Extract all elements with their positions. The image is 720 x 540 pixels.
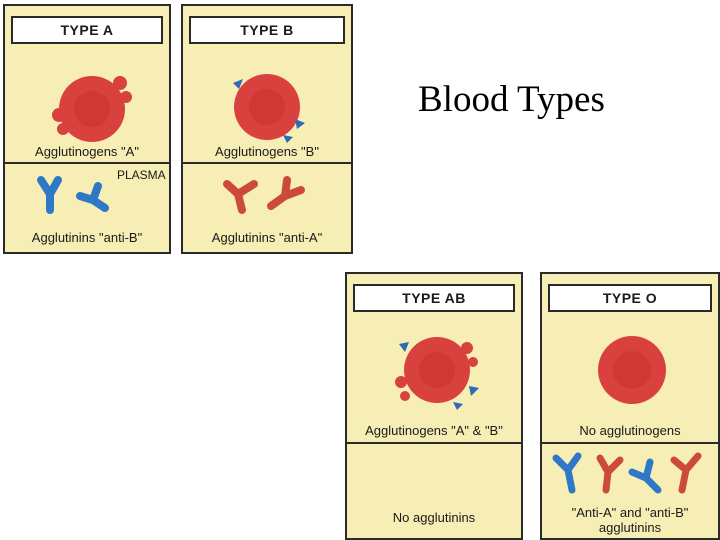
slide-title: Blood Types — [418, 79, 605, 120]
panel-divider — [5, 162, 169, 164]
agglutinogens-label: No agglutinogens — [579, 423, 681, 438]
plasma-label: PLASMA — [117, 168, 166, 182]
anti-b-antibodies-icon — [37, 176, 109, 214]
agglutinins-label: Agglutinins "anti-A" — [211, 230, 323, 245]
red-cell-with-b-antigens-icon — [233, 74, 305, 143]
agglutinogens-label: Agglutinogens "B" — [215, 144, 319, 159]
panel-type-b: TYPE B Agglutinogens "B" Agglutinins "an… — [181, 4, 353, 254]
anti-a-and-anti-b-antibodies-icon — [552, 452, 702, 494]
agglutinins-label: Agglutinins "anti-B" — [31, 230, 143, 245]
panel-header: TYPE AB — [353, 284, 515, 312]
panel-type-a: TYPE A Agglutinogens "A" PLASMA Agglutin… — [3, 4, 171, 254]
panel-header: TYPE B — [189, 16, 345, 44]
panel-type-o: TYPE O No agglutinogens "Anti-A" and "an… — [540, 272, 720, 540]
agglutinogens-label: Agglutinogens "A" — [35, 144, 139, 159]
anti-a-antibodies-icon — [223, 176, 305, 214]
panel-divider — [542, 442, 718, 444]
panel-header: TYPE O — [548, 284, 712, 312]
agglutinins-label: No agglutinins — [392, 510, 476, 525]
panel-header: TYPE A — [11, 16, 163, 44]
panel-type-ab: TYPE AB Agglutinogens "A" & "B" No agglu… — [345, 272, 523, 540]
panel-divider — [183, 162, 351, 164]
agglutinins-label-line1: "Anti-A" and "anti-B" — [571, 505, 689, 520]
panel-divider — [347, 442, 521, 444]
agglutinogens-label: Agglutinogens "A" & "B" — [365, 423, 503, 438]
red-cell-with-a-and-b-antigens-icon — [395, 337, 479, 410]
red-cell-with-a-antigens-icon — [52, 76, 132, 142]
red-cell-no-antigens-icon — [598, 336, 666, 404]
agglutinins-label-line2: agglutinins — [598, 520, 662, 535]
